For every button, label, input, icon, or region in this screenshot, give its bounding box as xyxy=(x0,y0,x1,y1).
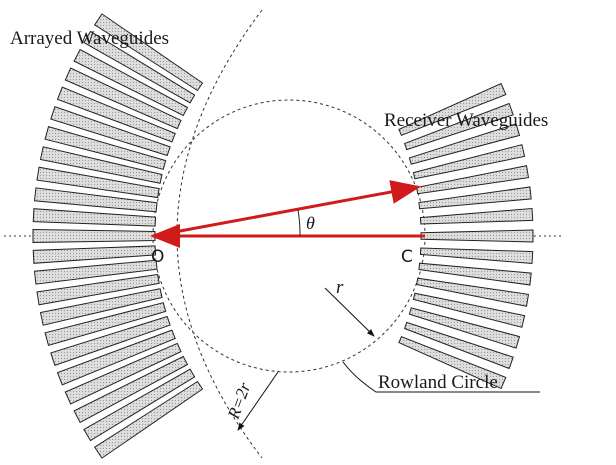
theta-angle-arc xyxy=(297,209,301,237)
arrayed-waveguide-4 xyxy=(64,67,182,130)
r-label: r xyxy=(336,277,344,298)
arrayed-waveguide-7 xyxy=(44,125,167,170)
rowland-circle-label: Rowland Circle xyxy=(378,372,498,393)
radius-r-arrow xyxy=(324,287,375,337)
point-c-label: C xyxy=(401,247,413,267)
arrayed-waveguide-19 xyxy=(56,329,176,386)
receiver-waveguide-9 xyxy=(419,247,534,265)
arrayed-waveguide-12 xyxy=(32,228,156,244)
arrayed-waveguides xyxy=(32,13,204,459)
arrayed-waveguide-14 xyxy=(33,259,158,285)
arrayed-waveguide-1 xyxy=(94,13,204,92)
receiver-waveguide-4 xyxy=(412,144,526,180)
receiver-waveguide-6 xyxy=(418,186,532,210)
receiver-waveguide-15 xyxy=(398,336,507,390)
arrayed-waveguide-13 xyxy=(32,245,157,264)
arrayed-waveguide-11 xyxy=(32,208,157,227)
arrayed-waveguide-10 xyxy=(33,187,158,213)
rowland-leader-line xyxy=(342,361,540,393)
arrayed-waveguide-15 xyxy=(36,273,160,306)
receiver-waveguide-10 xyxy=(418,262,532,286)
arrayed-waveguide-17 xyxy=(44,302,167,347)
arrayed-waveguide-21 xyxy=(73,355,189,424)
receiver-waveguide-11 xyxy=(416,277,530,307)
point-o-label: O xyxy=(151,247,164,267)
arrayed-waveguide-6 xyxy=(50,106,171,157)
receiver-waveguide-2 xyxy=(403,102,514,151)
arrayed-waveguide-9 xyxy=(36,166,160,199)
big-r-label: R=2r xyxy=(224,380,255,423)
receiver-waveguide-13 xyxy=(408,307,521,349)
arrayed-waveguide-16 xyxy=(39,288,163,326)
arrayed-waveguide-23 xyxy=(94,380,204,459)
receiver-waveguide-8 xyxy=(420,229,534,243)
receiver-waveguide-3 xyxy=(408,123,521,165)
arrayed-waveguide-20 xyxy=(64,342,182,405)
arrayed-waveguide-18 xyxy=(50,315,171,366)
receiver-waveguide-7 xyxy=(419,207,534,225)
radius-big-r-arrow xyxy=(237,371,279,431)
receiver-waveguide-12 xyxy=(412,292,526,328)
arrayed-waveguide-5 xyxy=(56,86,176,143)
receiver-waveguide-1 xyxy=(398,82,507,136)
receiver-waveguides-label: Receiver Waveguides xyxy=(384,110,548,131)
arrayed-waveguide-8 xyxy=(39,146,163,184)
receiver-waveguide-14 xyxy=(403,321,514,370)
arrayed-waveguide-22 xyxy=(83,368,196,442)
receiver-waveguides xyxy=(398,82,534,390)
arrow-o-to-receiver xyxy=(152,180,421,238)
grating-circle-arc xyxy=(176,9,263,459)
arrayed-waveguide-3 xyxy=(73,48,189,117)
theta-label: θ xyxy=(306,213,315,233)
arrayed-waveguides-label: Arrayed Waveguides xyxy=(10,28,169,49)
arrayed-waveguide-2 xyxy=(83,30,196,104)
